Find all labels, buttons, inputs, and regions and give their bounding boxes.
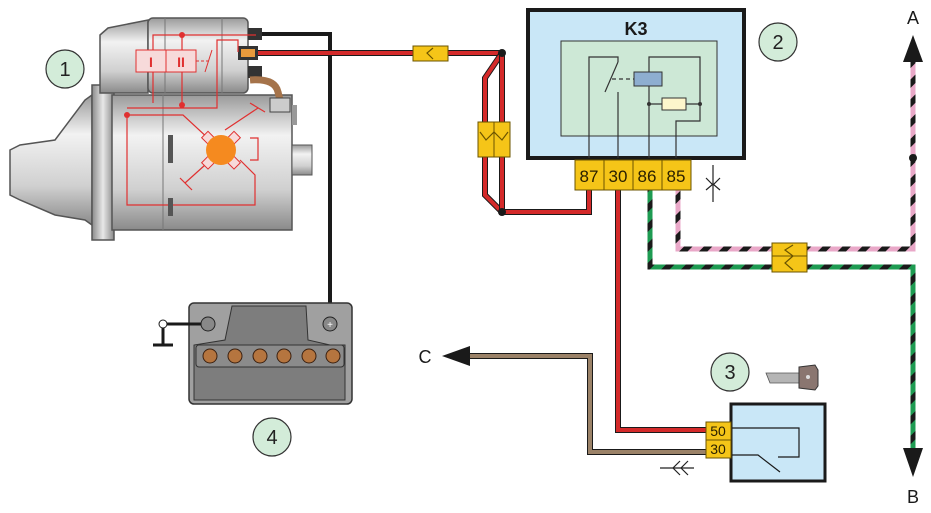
connector-loop bbox=[477, 121, 511, 158]
terminal-c: C bbox=[419, 346, 470, 367]
callout-1-label: 1 bbox=[59, 59, 70, 81]
terminal-a: A bbox=[903, 8, 923, 62]
rotor-icon bbox=[206, 135, 236, 165]
terminal-b-label: B bbox=[907, 487, 919, 507]
socket-symbol-icon bbox=[660, 460, 694, 476]
connector-relay-coil bbox=[771, 242, 808, 273]
relay-pin-block: 87 30 86 85 bbox=[574, 159, 692, 191]
terminal-c-label: C bbox=[419, 347, 432, 367]
key-icon bbox=[765, 364, 819, 391]
arrow-left-icon bbox=[442, 346, 470, 366]
callout-4-label: 4 bbox=[266, 427, 277, 449]
wire-black-battery bbox=[262, 32, 332, 318]
winding-label-ii: II bbox=[177, 54, 185, 70]
terminal-a-label: A bbox=[907, 8, 919, 28]
callout-3-label: 3 bbox=[724, 362, 735, 384]
relay-pin-30: 30 bbox=[609, 167, 628, 186]
arrow-down-icon bbox=[903, 448, 923, 477]
starter-motor: I II bbox=[9, 17, 313, 241]
battery-cells bbox=[202, 348, 341, 364]
callout-2: 2 bbox=[758, 22, 798, 62]
battery-negative-terminal bbox=[200, 316, 216, 332]
plug-symbol-icon bbox=[705, 165, 721, 202]
callout-1: 1 bbox=[45, 49, 85, 89]
callout-2-label: 2 bbox=[772, 32, 783, 54]
switch-pin-50: 50 bbox=[710, 423, 726, 439]
ground-icon bbox=[158, 319, 168, 329]
wire-red-30-50 bbox=[615, 185, 706, 433]
battery-positive-terminal bbox=[322, 316, 338, 332]
relay-k3: K3 bbox=[526, 8, 746, 160]
connector-main bbox=[412, 45, 449, 62]
ignition-switch: 50 30 bbox=[705, 402, 827, 483]
relay-pin-86: 86 bbox=[638, 167, 657, 186]
battery: + bbox=[153, 302, 353, 405]
relay-pin-85: 85 bbox=[667, 167, 686, 186]
winding-label-i: I bbox=[149, 54, 153, 70]
switch-pin-30: 30 bbox=[710, 441, 726, 457]
callout-4: 4 bbox=[252, 417, 292, 457]
relay-pin-87: 87 bbox=[580, 167, 599, 186]
terminal-b: B bbox=[903, 448, 923, 507]
callout-3: 3 bbox=[710, 352, 750, 392]
svg-text:+: + bbox=[327, 320, 333, 331]
arrow-up-icon bbox=[903, 35, 923, 62]
relay-label: K3 bbox=[624, 19, 647, 39]
